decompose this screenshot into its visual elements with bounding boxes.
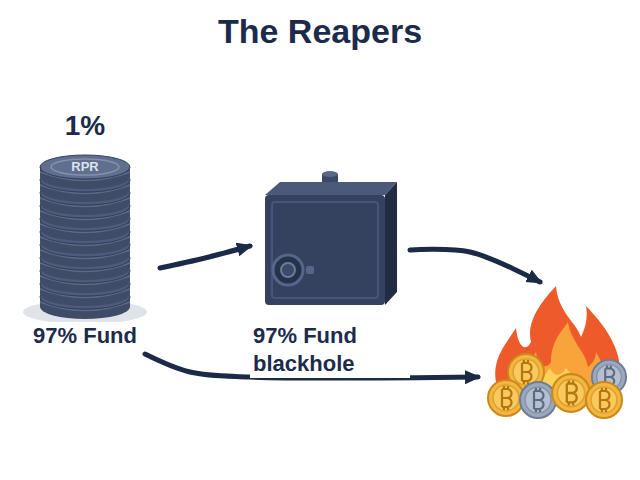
safe-illustration bbox=[250, 172, 410, 322]
fund-blackhole-label: 97% Fund blackhole bbox=[250, 322, 410, 378]
flow-arrow bbox=[410, 249, 540, 282]
flow-arrow bbox=[160, 246, 250, 268]
fund-label: 97% Fund bbox=[10, 322, 160, 350]
burning-coins-node bbox=[478, 282, 636, 422]
diagram-title: The Reapers bbox=[0, 0, 640, 52]
percent-label: 1% bbox=[10, 110, 160, 142]
coin-stack-node: 1% RPR 97% Fund bbox=[10, 110, 160, 354]
safe-node: 97% Fund blackhole bbox=[250, 172, 410, 382]
coin-label: RPR bbox=[10, 159, 160, 175]
burning-coins-illustration bbox=[478, 282, 636, 422]
